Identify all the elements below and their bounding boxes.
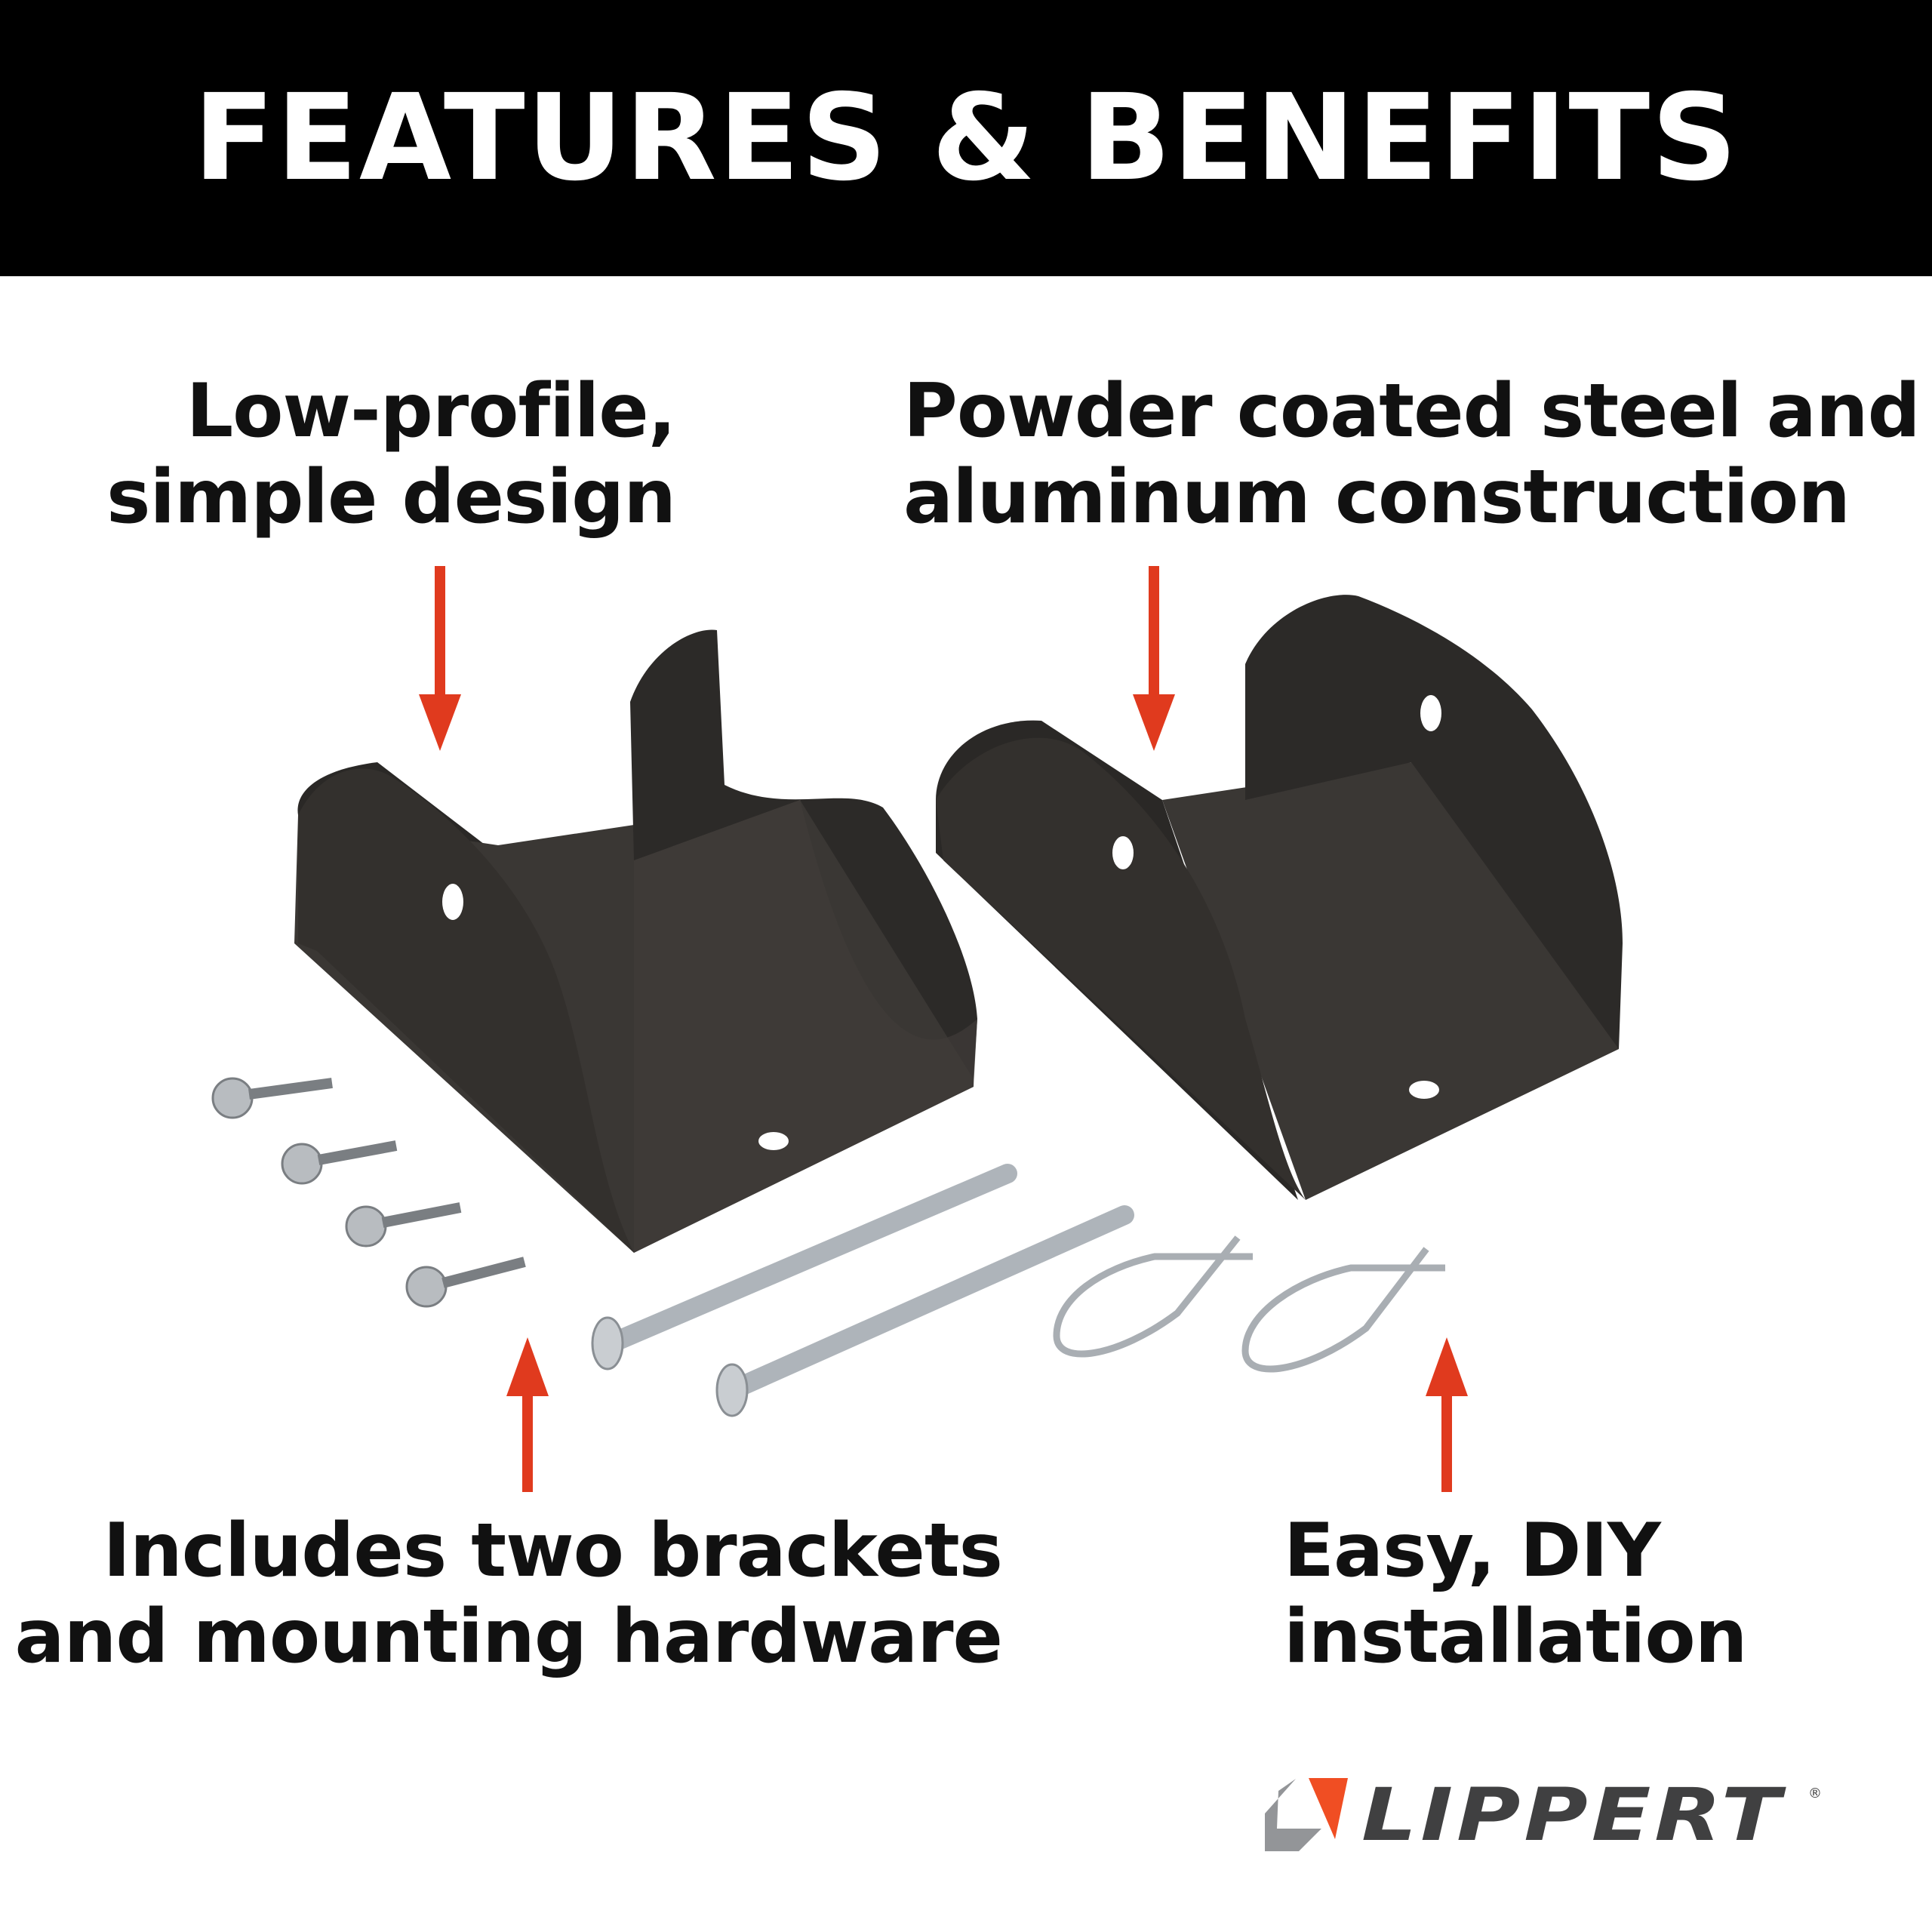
clevis-pins: [591, 1164, 1134, 1417]
callout-low-profile: Low-profile, simple design: [106, 368, 676, 540]
callout-text: aluminum construction: [903, 454, 1850, 540]
header-banner: FEATURES & BENEFITS: [0, 0, 1932, 276]
callout-text: Low-profile,: [186, 368, 676, 454]
brand-name: LIPPERT: [1361, 1774, 1786, 1857]
lippert-logo: LIPPERT ®: [1263, 1774, 1852, 1857]
arrow-down-icon: [1133, 566, 1175, 751]
arrow-up-icon: [506, 1337, 549, 1492]
lippert-logo-mark: LIPPERT ®: [1265, 1774, 1822, 1857]
callout-includes: Includes two brackets and mounting hardw…: [14, 1508, 1003, 1680]
arrow-up-icon: [1426, 1337, 1468, 1492]
bracket-right: [936, 595, 1623, 1200]
callout-text: simple design: [106, 454, 676, 540]
arrow-down-icon: [419, 566, 461, 751]
callout-text: Easy, DIY: [1284, 1508, 1661, 1594]
bracket-left: [294, 629, 977, 1253]
registered-mark: ®: [1808, 1786, 1822, 1801]
callout-text: installation: [1284, 1594, 1748, 1680]
callout-easy-diy: Easy, DIY installation: [1284, 1508, 1748, 1680]
page-title: FEATURES & BENEFITS: [193, 69, 1739, 208]
screws: [211, 1077, 526, 1308]
callout-text: Powder coated steel and: [903, 368, 1921, 454]
callout-powder-coated: Powder coated steel and aluminum constru…: [903, 368, 1921, 540]
callout-text: and mounting hardware: [14, 1594, 1003, 1680]
hitch-pin-clips: [1053, 1235, 1445, 1373]
callout-text: Includes two brackets: [103, 1508, 1003, 1594]
